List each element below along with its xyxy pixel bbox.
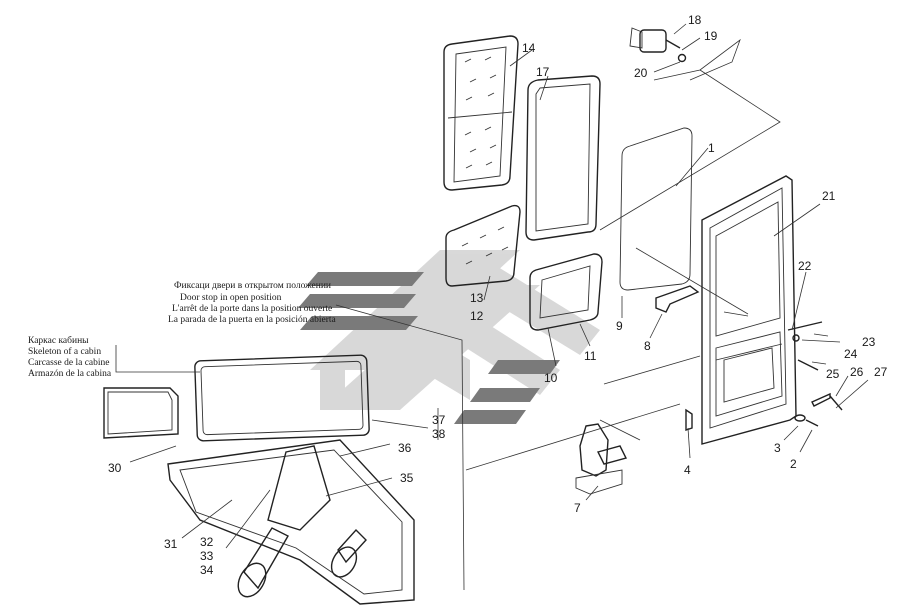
part-17-seal xyxy=(525,75,601,241)
part-17-seal-inner xyxy=(535,83,591,232)
caption-cabin: Каркас кабины Skeleton of a cabin Carcas… xyxy=(28,335,112,379)
callout-36: 36 xyxy=(398,441,412,455)
callout-11: 11 xyxy=(584,349,597,363)
svg-text:Фиксаци двери в открытом полож: Фиксаци двери в открытом положении xyxy=(174,281,331,291)
callout-31: 31 xyxy=(164,537,178,551)
part-13-small-window xyxy=(445,204,521,287)
svg-text:Каркас кабины: Каркас кабины xyxy=(28,335,89,346)
svg-text:Armazón de la cabina: Armazón de la cabina xyxy=(28,369,112,379)
callout-17: 17 xyxy=(536,65,550,79)
callout-23: 23 xyxy=(862,335,876,349)
part-14-window-frame xyxy=(443,35,519,191)
parts-22-27-fasteners xyxy=(787,321,843,427)
svg-text:Skeleton of a cabin: Skeleton of a cabin xyxy=(28,346,101,357)
callout-24: 24 xyxy=(844,347,858,361)
callout-12: 12 xyxy=(470,309,484,323)
part-7-hinge xyxy=(575,423,628,495)
part-10-vent-glass xyxy=(539,265,591,319)
callout-26: 26 xyxy=(850,365,864,379)
callout-33: 33 xyxy=(200,549,214,563)
caption-door-stop: Фиксаци двери в открытом положении Door … xyxy=(168,281,337,325)
part-1-glass xyxy=(619,127,693,291)
callout-2: 2 xyxy=(790,457,797,471)
part-18-stop-mechanism xyxy=(629,27,687,63)
callout-10: 10 xyxy=(544,371,558,385)
svg-text:L'arrêt de la porte dans la po: L'arrêt de la porte dans la position ouv… xyxy=(172,304,332,314)
callout-37: 37 xyxy=(432,413,446,427)
callout-7: 7 xyxy=(574,501,581,515)
caption-bars xyxy=(298,272,560,424)
callout-38: 38 xyxy=(432,427,446,441)
callout-35: 35 xyxy=(400,471,414,485)
callout-3: 3 xyxy=(774,441,781,455)
callout-14: 14 xyxy=(522,41,536,55)
callout-1: 1 xyxy=(708,141,715,155)
callout-8: 8 xyxy=(644,339,651,353)
leader-lines xyxy=(115,23,869,591)
callout-4: 4 xyxy=(684,463,691,477)
cabin-section xyxy=(103,354,415,605)
callout-18: 18 xyxy=(688,13,702,27)
callout-21: 21 xyxy=(822,189,836,203)
callout-27: 27 xyxy=(874,365,888,379)
callout-20: 20 xyxy=(634,66,648,80)
callout-34: 34 xyxy=(200,563,214,577)
callout-9: 9 xyxy=(616,319,623,333)
callout-32: 32 xyxy=(200,535,214,549)
callout-25: 25 xyxy=(826,367,840,381)
svg-text:Door stop in open position: Door stop in open position xyxy=(180,293,282,303)
part-21-door xyxy=(701,175,797,445)
svg-text:Carcasse de la cabine: Carcasse de la cabine xyxy=(28,358,110,368)
part-9-stop xyxy=(655,285,700,313)
callout-22: 22 xyxy=(798,259,812,273)
part-8-bracket xyxy=(685,408,693,431)
svg-text:La parada de la puerta en la p: La parada de la puerta en la posición ab… xyxy=(168,315,337,325)
callout-19: 19 xyxy=(704,29,718,43)
callout-30: 30 xyxy=(108,461,122,475)
part-11-vent-frame xyxy=(529,253,603,331)
callout-13: 13 xyxy=(470,291,484,305)
callout-numbers: 18 19 20 14 17 1 21 22 23 24 25 26 27 3 … xyxy=(108,13,888,577)
